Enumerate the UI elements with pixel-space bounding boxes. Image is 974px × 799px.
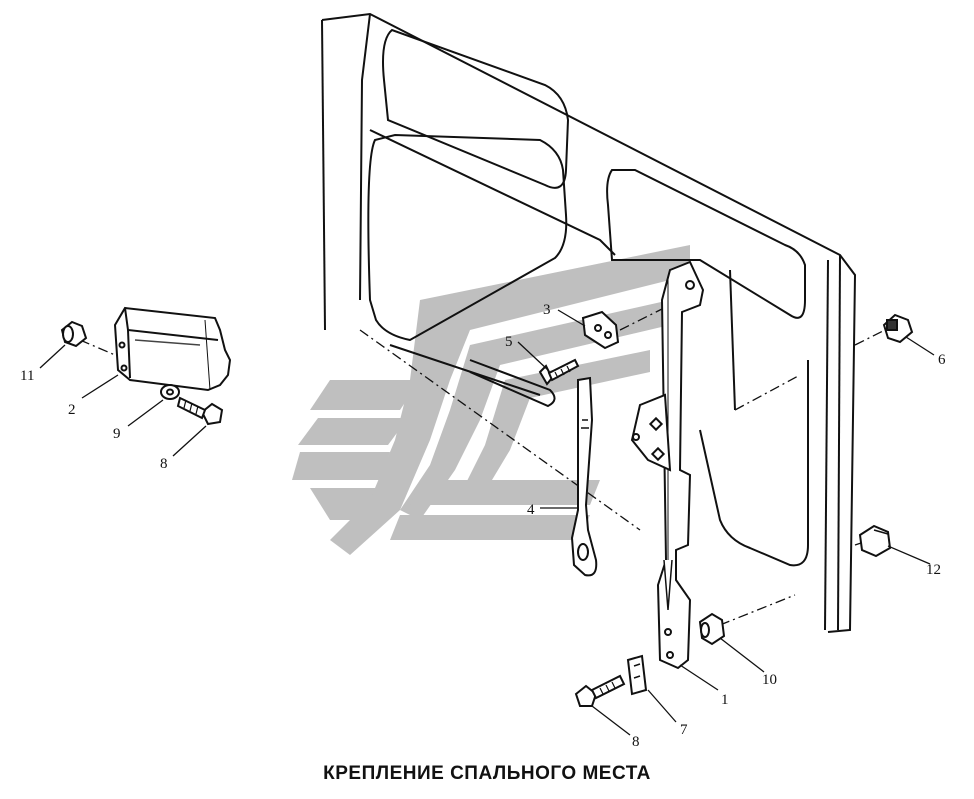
callout-10: 10 [762,672,777,688]
callout-5: 5 [505,334,513,350]
callout-8-left: 8 [160,456,168,472]
leader-lines [39,309,935,736]
callout-11: 11 [20,368,34,384]
part-8-bolt-right [574,674,626,707]
panel-window-top [0,0,1,1]
callout-4: 4 [527,502,535,518]
part-9-washer [160,384,180,400]
part-7-clip [626,654,648,696]
part-3-plate [581,310,620,350]
callout-2: 2 [68,402,76,418]
part-10-buffer [698,612,726,646]
bunk-panel [0,0,857,633]
panel-window-right [606,169,806,319]
part-5-screw [538,358,580,386]
part-1-bracket [630,260,705,670]
part-6-bumper [882,313,914,344]
callout-7: 7 [680,722,688,738]
diagram-caption: КРЕПЛЕНИЕ СПАЛЬНОГО МЕСТА [323,763,651,784]
watermark-logo [292,245,690,555]
panel-window-bottom-left [367,133,568,342]
callout-labels: 11 2 9 8 3 5 4 6 12 10 1 7 8 [20,302,946,750]
part-8-bolt-left [176,396,224,426]
part-11-cap [60,320,88,348]
callout-8-right: 8 [632,734,640,750]
callout-12: 12 [926,562,941,578]
callout-3: 3 [543,302,551,318]
callout-9: 9 [113,426,121,442]
part-4-strap [570,376,598,577]
callout-6: 6 [938,352,946,368]
callout-1: 1 [721,692,729,708]
part-2-cover-bracket [113,306,232,392]
panel-lower-right [699,360,809,567]
panel-window-top-left [382,28,570,189]
part-12-stop [858,524,892,558]
